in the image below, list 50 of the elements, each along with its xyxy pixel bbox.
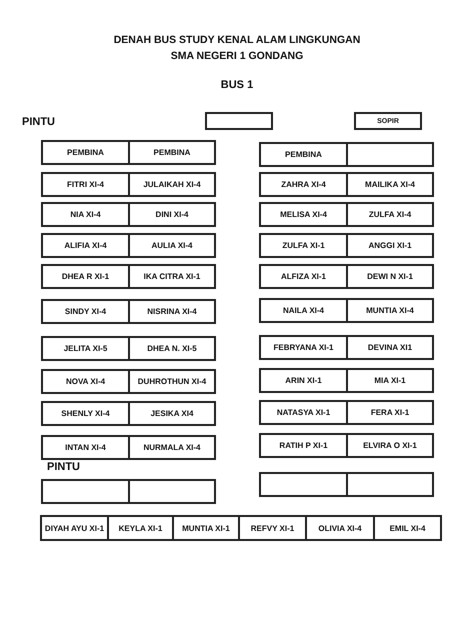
seat-box: FITRI XI-4 (41, 172, 130, 197)
seat-box: SHENLY XI-4 (41, 401, 130, 426)
seat-box: MUNTIA XI-1 (172, 515, 240, 541)
door-label: PINTU (47, 461, 80, 473)
seat-box: PEMBINA (41, 140, 130, 165)
seat-box: REFVY XI-1 (238, 515, 307, 541)
seat-box: NIA XI-4 (41, 202, 130, 227)
seat-box: ALFIZA XI-1 (259, 264, 348, 289)
seat-box: MIA XI-1 (346, 368, 434, 393)
seat-box: DHEA N. XI-5 (128, 336, 216, 361)
seat-box: DEVINA XI1 (346, 335, 434, 360)
seat-box: FEBRYANA XI-1 (259, 335, 348, 360)
title: DENAH BUS STUDY KENAL ALAM LINGKUNGAN SMA NEGERI 1 GONDANG (112, 33, 362, 64)
seat-box: ARIN XI-1 (259, 368, 348, 393)
seat-box: PEMBINA (128, 140, 216, 165)
seat-box: DIYAH AYU XI-1 (40, 515, 109, 541)
seat-box: PEMBINA (259, 142, 348, 167)
door-label: PINTU (22, 116, 55, 128)
seat-box: DUHROTHUN XI-4 (128, 369, 216, 394)
empty-seat-box (205, 112, 273, 130)
subtitle: BUS 1 (220, 79, 254, 91)
seat-box: INTAN XI-4 (41, 435, 130, 460)
seat-box: NOVA XI-4 (41, 369, 130, 394)
seat-box: ANGGI XI-1 (346, 233, 434, 258)
seat-box: AULIA XI-4 (128, 233, 216, 258)
seat-box: NISRINA XI-4 (128, 299, 216, 324)
seat-box: OLIVIA XI-4 (305, 515, 375, 541)
seat-box: KEYLA XI-1 (107, 515, 174, 541)
seat-box: ELVIRA O XI-1 (346, 433, 434, 458)
seat-box: DINI XI-4 (128, 202, 216, 227)
seat-box: NAILA XI-4 (259, 298, 348, 323)
seat-box: NURMALA XI-4 (128, 435, 216, 460)
seat-box: ALIFIA XI-4 (41, 233, 130, 258)
seat-box: MAILIKA XI-4 (346, 172, 434, 197)
seat-box: SINDY XI-4 (41, 299, 130, 324)
seat-box: JELITA XI-5 (41, 336, 130, 361)
seat-box: RATIH P XI-1 (259, 433, 348, 458)
seat-box: ZAHRA XI-4 (259, 172, 348, 197)
seat-box: MUNTIA XI-4 (346, 298, 434, 323)
seat-box: IKA CITRA XI-1 (128, 264, 216, 289)
seat-box: MELISA XI-4 (259, 202, 348, 227)
seat-box: EMIL XI-4 (373, 515, 442, 541)
seat-box: NATASYA XI-1 (259, 400, 348, 425)
seat-box: DEWI N XI-1 (346, 264, 434, 289)
seat-box: DHEA R XI-1 (41, 264, 130, 289)
seat-box: ZULFA XI-1 (259, 233, 348, 258)
seat-box: JESIKA XI4 (128, 401, 216, 426)
seat-box: FERA XI-1 (346, 400, 434, 425)
seat-box: ZULFA XI-4 (346, 202, 434, 227)
seat-box: JULAIKAH XI-4 (128, 172, 216, 197)
